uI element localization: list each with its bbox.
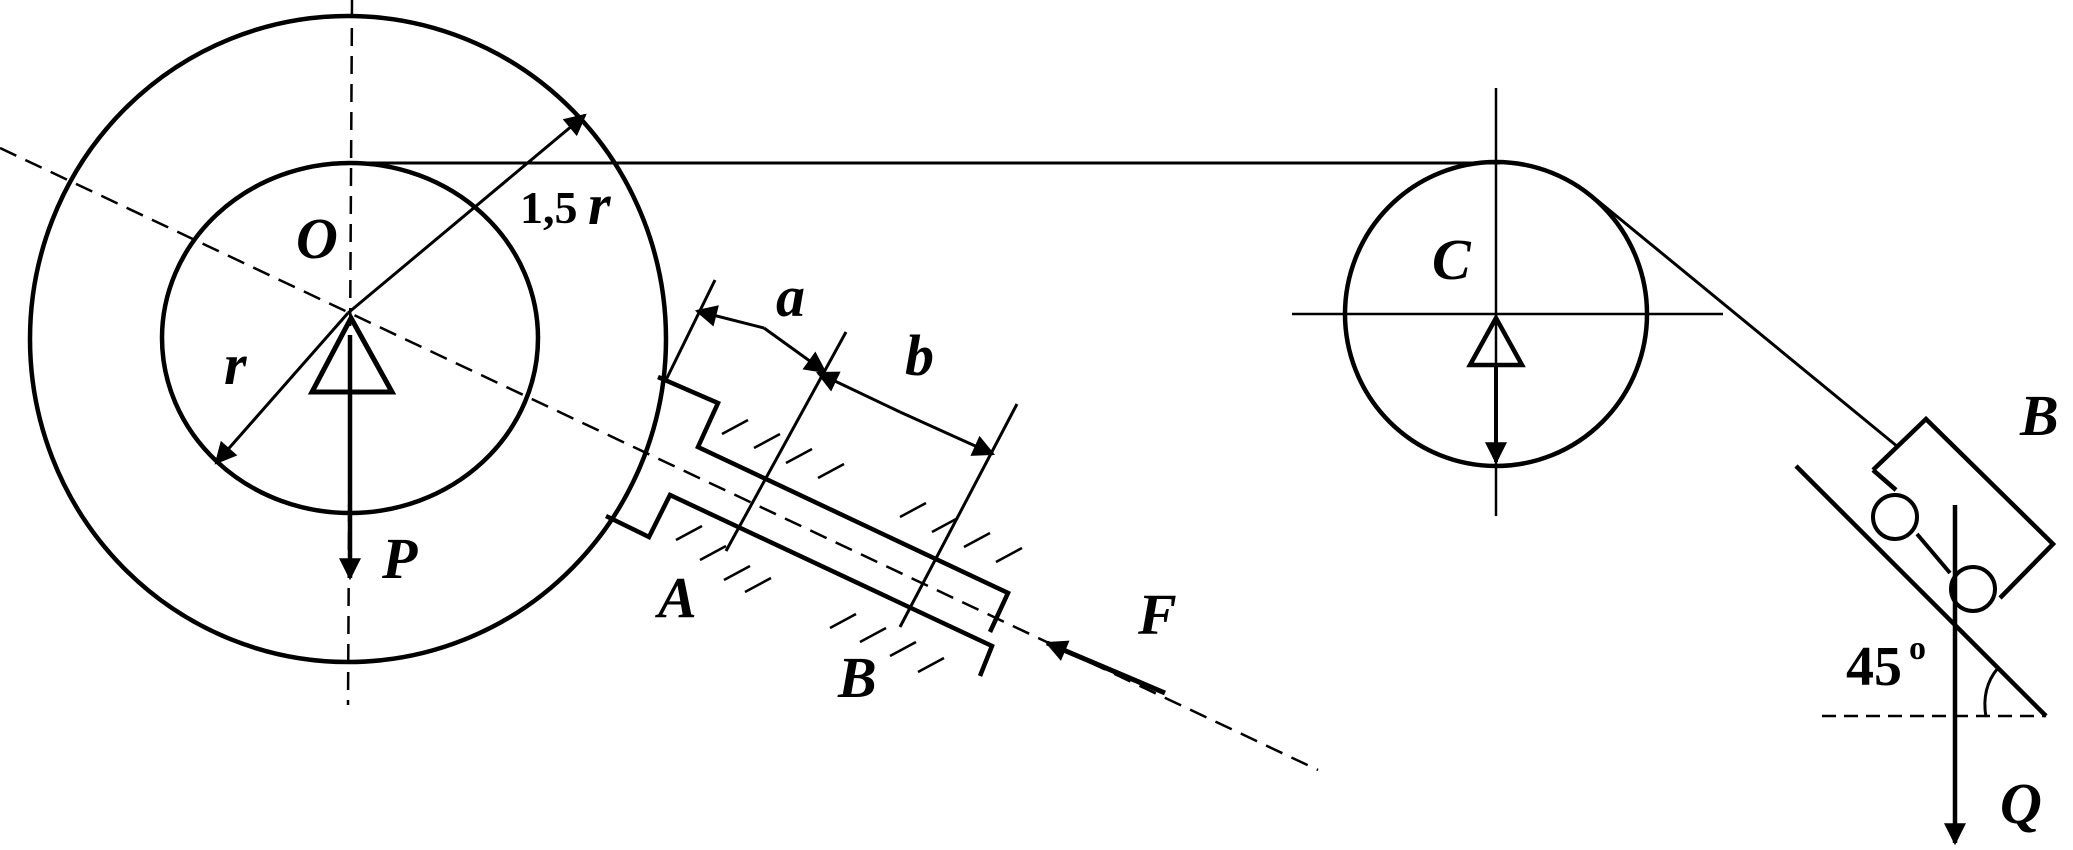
hatch-upper-3 <box>785 447 813 465</box>
brake-guide-hatching <box>675 418 1023 674</box>
hatch-upper-7 <box>963 531 991 549</box>
hatch-upper-5 <box>899 501 927 519</box>
drum-o <box>0 0 1319 772</box>
label-p: P <box>381 526 418 591</box>
force-f-arrow <box>1044 640 1166 696</box>
label-a-brake: A <box>655 565 697 630</box>
block-body-side <box>1871 468 1898 492</box>
label-b: b <box>905 323 934 388</box>
hatch-lower-1 <box>675 524 703 542</box>
hatch-lower-4 <box>744 576 772 594</box>
radius-15r-arrow <box>347 113 587 315</box>
hatch-upper-8 <box>995 546 1023 564</box>
drum-outer-circle <box>27 13 669 665</box>
hatch-lower-3 <box>723 564 751 582</box>
label-15-r: r <box>588 172 611 237</box>
block-roller-1 <box>1871 493 1919 541</box>
angle-45-arc <box>1983 667 2000 718</box>
incline-surface <box>1794 464 2048 718</box>
dimension-b-arrow-right <box>899 410 996 456</box>
block-body <box>1871 415 2057 600</box>
dimension-a-arrow-left <box>694 305 765 330</box>
hatch-lower-6 <box>859 626 887 644</box>
label-q: Q <box>2000 771 2042 836</box>
brake-upper-shoe <box>657 374 1011 633</box>
label-degree: o <box>1909 630 1926 667</box>
rope <box>350 161 1899 449</box>
label-c: C <box>1432 227 1472 292</box>
hatch-upper-2 <box>753 432 781 450</box>
band-brake <box>605 279 1166 696</box>
hatch-upper-1 <box>721 418 749 436</box>
label-f: F <box>1137 582 1177 647</box>
block-roller-2 <box>1949 565 1997 613</box>
hatch-upper-6 <box>931 516 959 534</box>
hatch-lower-2 <box>699 544 727 562</box>
dimension-extension-line-1 <box>663 279 717 383</box>
pulley-c <box>1292 88 1723 516</box>
label-b-block: B <box>2019 383 2059 448</box>
diagram-labels: O r 1,5 r P a b A B F C B 45 o Q <box>224 172 2059 836</box>
hatch-upper-4 <box>817 462 845 480</box>
dimension-a-arrow-right <box>763 326 827 374</box>
label-angle-45: 45 <box>1846 636 1902 698</box>
hatch-lower-7 <box>889 640 917 658</box>
hatch-lower-5 <box>829 612 857 630</box>
rope-diagonal-segment <box>1596 198 1899 449</box>
block-connector <box>1915 532 1952 575</box>
label-r: r <box>224 332 247 397</box>
label-b-brake: B <box>837 645 877 710</box>
hatch-lower-8 <box>917 656 945 674</box>
dimension-b-arrow-left <box>816 371 901 414</box>
brake-lower-shoe <box>605 492 995 677</box>
label-15-number: 1,5 <box>520 182 578 233</box>
label-o: O <box>296 206 338 271</box>
label-a: a <box>776 264 805 329</box>
radius-r-arrow <box>214 312 350 465</box>
dimension-extension-line-3 <box>898 403 1019 628</box>
incline-block-b <box>1794 415 2057 846</box>
